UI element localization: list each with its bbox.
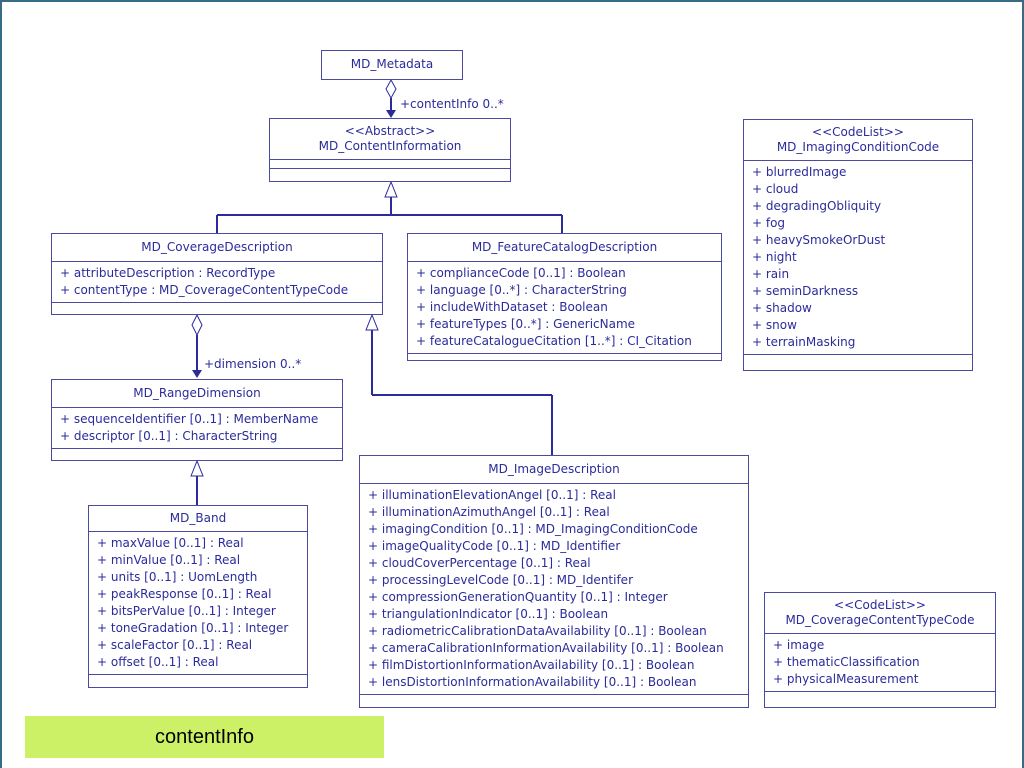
class-name: MD_ContentInformation xyxy=(318,139,462,153)
code-value: + snow xyxy=(752,318,797,332)
class-name: MD_RangeDimension xyxy=(52,380,342,408)
code-value: + heavySmokeOrDust xyxy=(752,233,886,247)
image-generalization xyxy=(365,313,553,455)
attribute: + featureCatalogueCitation [1..*] : CI_C… xyxy=(416,334,692,348)
attribute: + lensDistortionInformationAvailability … xyxy=(368,675,697,689)
attributes-compartment: + sequenceIdentifier [0..1] : MemberName… xyxy=(52,408,342,449)
attribute: + illuminationElevationAngel [0..1] : Re… xyxy=(368,488,616,502)
code-value: + terrainMasking xyxy=(752,335,856,349)
attribute: + maxValue [0..1] : Real xyxy=(97,536,244,550)
attribute: + descriptor [0..1] : CharacterString xyxy=(60,429,278,443)
attribute: + contentType : MD_CoverageContentTypeCo… xyxy=(60,283,349,297)
attribute: + imageQualityCode [0..1] : MD_Identifie… xyxy=(368,539,621,553)
attribute: + attributeDescription : RecordType xyxy=(60,266,276,280)
attributes-compartment: + blurredImage + cloud + degradingObliqu… xyxy=(744,161,972,355)
class-stereotype: <<Abstract>> xyxy=(344,124,436,138)
class-md-featurecatalogdescription[interactable]: MD_FeatureCatalogDescription + complianc… xyxy=(407,233,722,361)
attribute: + featureTypes [0..*] : GenericName xyxy=(416,317,636,331)
code-value: + cloud xyxy=(752,182,799,196)
code-value: + image xyxy=(773,638,825,652)
attribute: + scaleFactor [0..1] : Real xyxy=(97,638,253,652)
attribute: + complianceCode [0..1] : Boolean xyxy=(416,266,626,280)
attribute: + minValue [0..1] : Real xyxy=(97,553,241,567)
caption-label: contentInfo xyxy=(25,716,384,758)
attribute: + filmDistortionInformationAvailability … xyxy=(368,658,695,672)
class-md-band[interactable]: MD_Band + maxValue [0..1] : Real + minVa… xyxy=(88,505,308,688)
class-name: MD_ImageDescription xyxy=(360,456,748,484)
class-name: MD_FeatureCatalogDescription xyxy=(408,234,721,262)
code-value: + thematicClassification xyxy=(773,655,920,669)
attribute: + bitsPerValue [0..1] : Integer xyxy=(97,604,276,618)
class-md-coveragedescription[interactable]: MD_CoverageDescription + attributeDescri… xyxy=(51,233,383,315)
content-generalization xyxy=(216,180,563,233)
attribute: + units [0..1] : UomLength xyxy=(97,570,258,584)
attribute: + peakResponse [0..1] : Real xyxy=(97,587,272,601)
code-value: + fog xyxy=(752,216,786,230)
contentinfo-role-label: +contentInfo 0..* xyxy=(400,97,504,111)
attribute: + sequenceIdentifier [0..1] : MemberName xyxy=(60,412,319,426)
class-name: MD_Metadata xyxy=(350,57,434,71)
class-name: MD_CoverageContentTypeCode xyxy=(785,613,975,627)
attribute: + processingLevelCode [0..1] : MD_Identi… xyxy=(368,573,634,587)
attributes-compartment: + complianceCode [0..1] : Boolean + lang… xyxy=(408,262,721,354)
attribute: + imagingCondition [0..1] : MD_ImagingCo… xyxy=(368,522,698,536)
attributes-compartment xyxy=(270,160,510,169)
class-md-imagingconditioncode[interactable]: <<CodeList>> MD_ImagingConditionCode + b… xyxy=(743,119,973,371)
class-name: MD_CoverageDescription xyxy=(52,234,382,262)
attributes-compartment: + image + thematicClassification + physi… xyxy=(765,634,995,692)
code-value: + degradingObliquity xyxy=(752,199,882,213)
attribute: + illuminationAzimuthAngel [0..1] : Real xyxy=(368,505,610,519)
dimension-role-label: +dimension 0..* xyxy=(204,357,302,371)
attribute: + triangulationIndicator [0..1] : Boolea… xyxy=(368,607,609,621)
code-value: + physicalMeasurement xyxy=(773,672,919,686)
attributes-compartment: + attributeDescription : RecordType + co… xyxy=(52,262,382,303)
class-name: MD_ImagingConditionCode xyxy=(776,140,940,154)
attribute: + includeWithDataset : Boolean xyxy=(416,300,608,314)
code-value: + night xyxy=(752,250,797,264)
code-value: + rain xyxy=(752,267,790,281)
class-stereotype: <<CodeList>> xyxy=(812,125,904,139)
attribute: + language [0..*] : CharacterString xyxy=(416,283,627,297)
attribute: + cloudCoverPercentage [0..1] : Real xyxy=(368,556,591,570)
attribute: + compressionGenerationQuantity [0..1] :… xyxy=(368,590,668,604)
class-md-rangedimension[interactable]: MD_RangeDimension + sequenceIdentifier [… xyxy=(51,379,343,461)
class-md-contentinformation[interactable]: <<Abstract>> MD_ContentInformation xyxy=(269,118,511,182)
attribute: + toneGradation [0..1] : Integer xyxy=(97,621,289,635)
code-value: + seminDarkness xyxy=(752,284,859,298)
dimension-aggregation xyxy=(191,313,203,378)
attribute: + cameraCalibrationInformationAvailabili… xyxy=(368,641,724,655)
attribute: + radiometricCalibrationDataAvailability… xyxy=(368,624,707,638)
frame-right-border xyxy=(1022,0,1024,768)
class-md-metadata[interactable]: MD_Metadata xyxy=(321,50,463,80)
class-name: MD_Band xyxy=(89,506,307,532)
contentinfo-aggregation xyxy=(385,78,397,118)
attributes-compartment: + maxValue [0..1] : Real + minValue [0..… xyxy=(89,532,307,675)
frame-left-border xyxy=(0,0,2,768)
code-value: + shadow xyxy=(752,301,812,315)
frame-top-border xyxy=(0,0,1024,2)
class-stereotype: <<CodeList>> xyxy=(834,598,926,612)
class-md-imagedescription[interactable]: MD_ImageDescription + illuminationElevat… xyxy=(359,455,749,708)
code-value: + blurredImage xyxy=(752,165,847,179)
band-generalization xyxy=(190,459,204,505)
class-md-coveragecontenttypecode[interactable]: <<CodeList>> MD_CoverageContentTypeCode … xyxy=(764,592,996,708)
attribute: + offset [0..1] : Real xyxy=(97,655,219,669)
attributes-compartment: + illuminationElevationAngel [0..1] : Re… xyxy=(360,484,748,695)
